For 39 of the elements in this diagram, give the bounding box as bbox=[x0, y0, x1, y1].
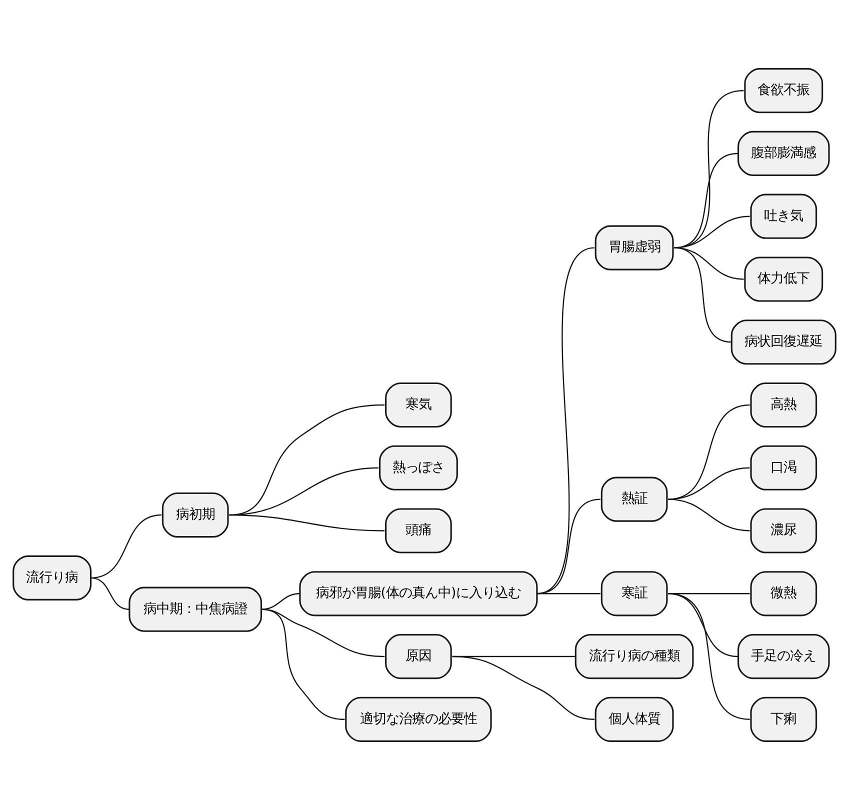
connector bbox=[90, 576, 130, 610]
node-box: 頭痛 bbox=[385, 508, 452, 553]
node-box: 熱証 bbox=[600, 476, 668, 522]
node-box: 熱っぽさ bbox=[378, 444, 458, 490]
node-box: 病邪が胃腸(体の真ん中)に入り込む bbox=[299, 570, 538, 616]
node-box: 原因 bbox=[385, 633, 452, 679]
connector bbox=[674, 246, 732, 342]
connector bbox=[668, 466, 750, 500]
connector bbox=[229, 514, 385, 531]
node-box: 寒気 bbox=[385, 382, 452, 428]
connector bbox=[452, 655, 594, 720]
node-box: 濃尿 bbox=[750, 508, 818, 553]
node-box: 口渇 bbox=[750, 444, 818, 490]
connector bbox=[668, 592, 750, 720]
node-box: 流行り病の種類 bbox=[574, 633, 694, 679]
connector bbox=[536, 592, 600, 594]
connector bbox=[261, 592, 300, 610]
node-box: 寒証 bbox=[600, 570, 668, 616]
connector bbox=[261, 608, 345, 720]
node-box: 高熱 bbox=[750, 382, 818, 428]
node-box: 腹部膨満感 bbox=[738, 130, 830, 176]
node-box: 病中期：中焦病證 bbox=[128, 586, 262, 632]
connector bbox=[668, 404, 750, 500]
node-box: 病初期 bbox=[162, 492, 229, 538]
node-box: 吐き気 bbox=[750, 193, 818, 238]
node-box: 体力低下 bbox=[744, 256, 824, 302]
node-box: 胃腸虚弱 bbox=[594, 224, 674, 270]
connector bbox=[674, 215, 750, 248]
node-box: 病状回復遅延 bbox=[730, 319, 836, 364]
connector bbox=[90, 514, 162, 578]
node-box: 流行り病 bbox=[12, 554, 92, 600]
node-box: 適切な治療の必要性 bbox=[345, 696, 492, 742]
node-box: 個人体質 bbox=[594, 696, 674, 742]
node-box: 食欲不振 bbox=[744, 68, 824, 113]
node-box: 手足の冷え bbox=[738, 633, 830, 679]
connector bbox=[536, 498, 601, 594]
node-box: 下痢 bbox=[750, 696, 818, 742]
node-box: 微熱 bbox=[750, 570, 818, 616]
connector bbox=[668, 498, 750, 531]
